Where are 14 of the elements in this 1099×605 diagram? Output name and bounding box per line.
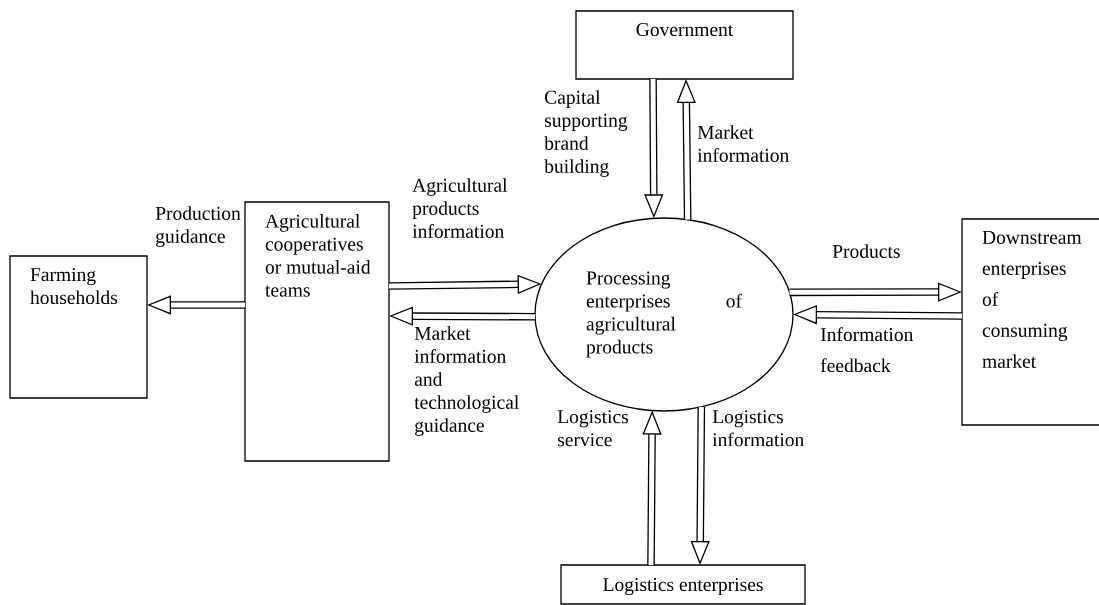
edge-label: Agricultural products information [412,178,508,238]
edge-label: Market information and technological guidance [414,326,519,436]
edge-label: Capital supporting brand building [544,90,628,177]
edge-label: Products [832,244,900,258]
edge-label: Logistics information [712,410,804,447]
edge-label: Information feedback [820,327,914,373]
entity-box: Downstream enterprises of consuming market [961,218,1099,426]
entity-box: Farming households [9,255,148,399]
entity-box: Agricultural cooperatives or mutual-aid teams [244,201,390,462]
edge-label: Market information [697,125,789,162]
entity-box: Logistics enterprises [560,564,806,605]
entity-box: Government [575,10,794,80]
edge-label: Production guidance [155,206,241,247]
edge-label: Logistics service [557,410,628,447]
